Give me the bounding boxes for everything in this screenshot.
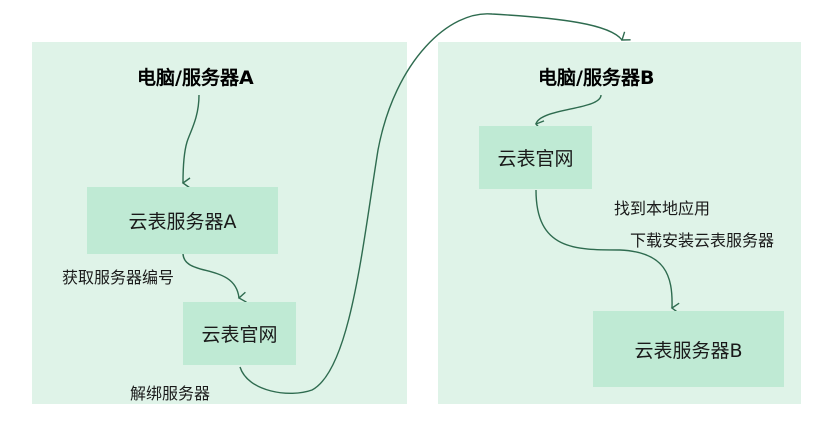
node-yunbiao-server-a: 云表服务器A (87, 187, 278, 254)
connector-a-site-to-b-title (239, 13, 631, 394)
edge-label-find-local-app: 找到本地应用 (614, 199, 711, 218)
connector-a-server-to-site (182, 252, 247, 303)
edge-label-unbind-server: 解绑服务器 (130, 384, 211, 403)
node-yunbiao-server-b: 云表服务器B (593, 311, 784, 387)
title-computer-a: 电脑/服务器A (137, 67, 254, 89)
node-yunbiao-site-a: 云表官网 (183, 302, 296, 365)
node-yunbiao-site-b: 云表官网 (479, 126, 592, 189)
edge-label-get-server-id: 获取服务器编号 (62, 268, 175, 287)
connector-b-title-to-site (534, 94, 602, 132)
connector-b-site-to-server (535, 189, 680, 314)
title-computer-b: 电脑/服务器B (538, 67, 655, 89)
edge-label-download-install: 下载安装云表服务器 (630, 231, 775, 250)
connector-a-title-to-server (181, 94, 200, 189)
